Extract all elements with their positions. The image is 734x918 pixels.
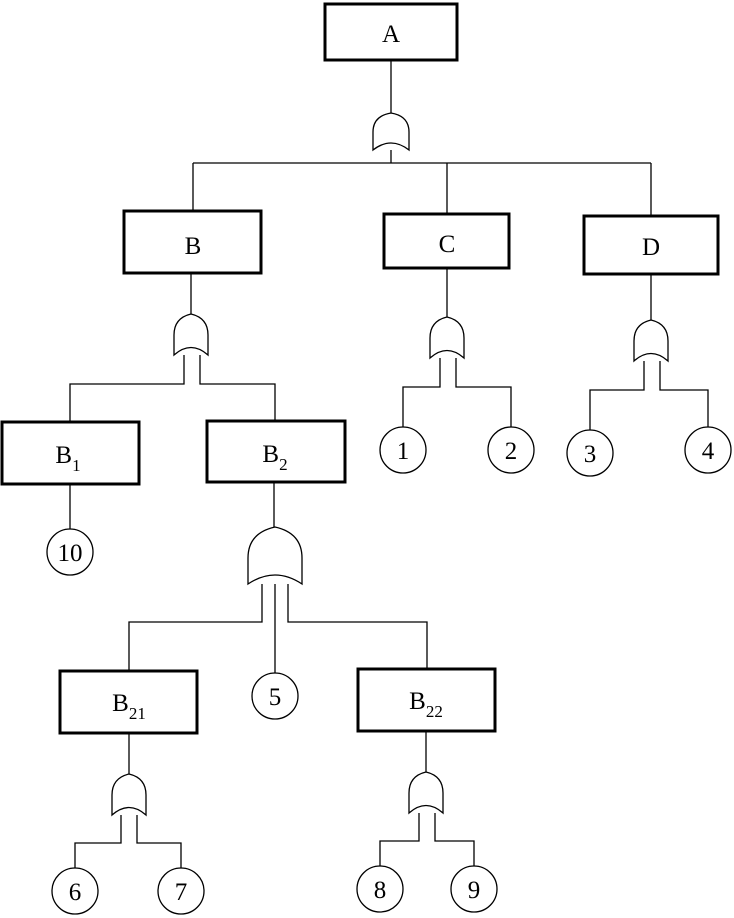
or-gate-c [429,316,465,360]
or-gate-d [633,319,669,363]
basic-event-label: 4 [702,438,715,465]
event-label: B [262,441,279,468]
basic-event-6: 6 [51,867,99,915]
or-gates [111,112,669,817]
event-box-b22: B22 [356,667,497,733]
basic-event-5: 5 [251,672,299,720]
basic-event-label: 9 [468,877,481,904]
svg-text:C: C [439,231,456,258]
basic-event-3: 3 [566,429,614,477]
event-box-c: C [382,212,511,270]
svg-text:B: B [185,233,202,260]
or-gate-b [173,313,209,357]
basic-event-label: 1 [397,438,410,465]
or-gate-a [372,112,410,152]
or-gate-b21 [111,773,147,817]
or-gate-b2 [247,526,303,586]
event-box-b: B [122,209,263,275]
basic-event-label: 10 [58,540,83,567]
basic-event-label: 8 [374,877,387,904]
svg-text:B2: B2 [262,441,287,474]
basic-event-10: 10 [46,528,94,576]
basic-event-label: 7 [175,879,188,906]
basic-event-4: 4 [684,426,732,474]
basic-event-label: 6 [69,879,82,906]
event-label: B [185,233,202,260]
event-box-a: A [323,2,459,62]
event-label: C [439,231,456,258]
basic-events: 1 2 3 4 5 6 7 8 [46,426,732,915]
or-gate-b22 [408,771,444,815]
event-box-b2: B2 [205,419,347,484]
basic-event-7: 7 [157,867,205,915]
event-label: D [642,234,660,261]
basic-event-2: 2 [487,426,535,474]
basic-event-label: 3 [584,441,597,468]
basic-event-label: 2 [505,438,518,465]
svg-text:B1: B1 [55,442,80,475]
event-label: B [112,690,129,717]
event-label: A [382,21,400,48]
basic-event-label: 5 [269,684,282,711]
event-subscript: 1 [72,456,81,475]
basic-event-8: 8 [356,865,404,913]
event-box-d: D [582,214,720,276]
event-box-b21: B21 [58,669,199,735]
event-box-b1: B1 [0,420,141,486]
svg-text:D: D [642,234,660,261]
svg-text:B21: B21 [112,690,146,723]
connector-lines [69,60,709,868]
event-subscript: 21 [129,704,146,723]
svg-text:A: A [382,21,400,48]
event-subscript: 22 [426,702,443,721]
event-subscript: 2 [279,455,288,474]
basic-event-9: 9 [450,865,498,913]
svg-text:B22: B22 [409,688,443,721]
event-boxes: A B C D B1 [0,2,720,735]
event-label: B [55,442,72,469]
basic-event-1: 1 [379,426,427,474]
event-label: B [409,688,426,715]
